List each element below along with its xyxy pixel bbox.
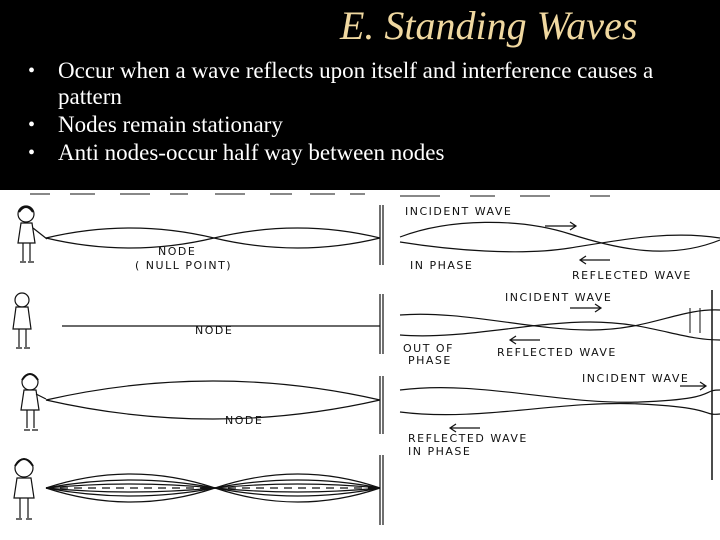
reflected-wave-3 xyxy=(399,402,720,416)
incident-wave-label-3: INCIDENT WAVE xyxy=(582,372,690,385)
wall-2 xyxy=(379,294,384,354)
person-figure-1 xyxy=(17,205,48,263)
person-figure-2 xyxy=(12,292,32,349)
standing-wave-row-3-crest xyxy=(45,380,381,401)
standing-wave-row-1-mirror xyxy=(45,227,381,249)
incident-wave-label-2: INCIDENT WAVE xyxy=(505,291,613,304)
reflected-arrow-2 xyxy=(508,335,540,345)
incident-wave-label-1: INCIDENT WAVE xyxy=(405,205,513,218)
bullet-text: Anti nodes-occur half way between nodes xyxy=(58,140,445,165)
reflected-arrow-1 xyxy=(578,255,610,265)
bullet-item: • Nodes remain stationary xyxy=(28,112,708,138)
slide-title: E. Standing Waves xyxy=(340,3,638,48)
bullet-text: Nodes remain stationary xyxy=(58,112,283,137)
wall-1 xyxy=(379,205,384,265)
incident-arrow-1 xyxy=(545,221,578,231)
bullet-list: • Occur when a wave reflects upon itself … xyxy=(28,58,708,168)
scan-marks-row-2 xyxy=(689,308,701,333)
reflected-wave-label-1: REFLECTED WAVE xyxy=(572,269,692,282)
standing-wave-row-3 xyxy=(45,399,381,420)
incident-arrow-3 xyxy=(680,381,708,391)
wave-drawing xyxy=(12,193,720,525)
scan-edge-marks xyxy=(30,193,610,197)
node-label-1: NODE xyxy=(158,245,197,258)
node-label-3: NODE xyxy=(225,414,264,427)
bullet-dot-icon: • xyxy=(28,114,36,136)
bullet-item: • Occur when a wave reflects upon itself … xyxy=(28,58,708,110)
incident-wave-2 xyxy=(399,309,720,331)
in-phase-label-1: IN PHASE xyxy=(410,259,474,272)
reflected-arrow-3 xyxy=(448,423,480,433)
person-figure-3 xyxy=(20,373,47,431)
out-of-phase-label-line2: PHASE xyxy=(408,354,452,367)
standing-wave-row-4 xyxy=(45,473,381,503)
out-of-phase-label-line1: OUT OF xyxy=(403,342,454,355)
reflected-wave-label-2: REFLECTED WAVE xyxy=(497,346,617,359)
bullet-dot-icon: • xyxy=(28,142,36,164)
null-point-label: ( NULL POINT) xyxy=(135,259,233,272)
node-label-2: NODE xyxy=(195,324,234,337)
reflected-wave-label-3: REFLECTED WAVE xyxy=(408,432,528,445)
bullet-text: Occur when a wave reflects upon itself a… xyxy=(58,58,654,109)
in-phase-label-3: IN PHASE xyxy=(408,445,472,458)
wall-3 xyxy=(379,376,384,434)
wall-4 xyxy=(379,455,384,525)
bullet-dot-icon: • xyxy=(28,60,36,82)
incident-wave-3 xyxy=(399,387,720,403)
bullet-item: • Anti nodes-occur half way between nodes xyxy=(28,140,708,166)
standing-wave-diagram: INCIDENT WAVE NODE ( NULL POINT) IN PHAS… xyxy=(0,190,720,540)
reflected-wave-2 xyxy=(399,321,720,341)
incident-wave-1 xyxy=(399,221,720,252)
incident-arrow-2 xyxy=(570,303,603,313)
person-figure-4 xyxy=(13,458,35,520)
reflected-wave-1 xyxy=(399,234,720,253)
